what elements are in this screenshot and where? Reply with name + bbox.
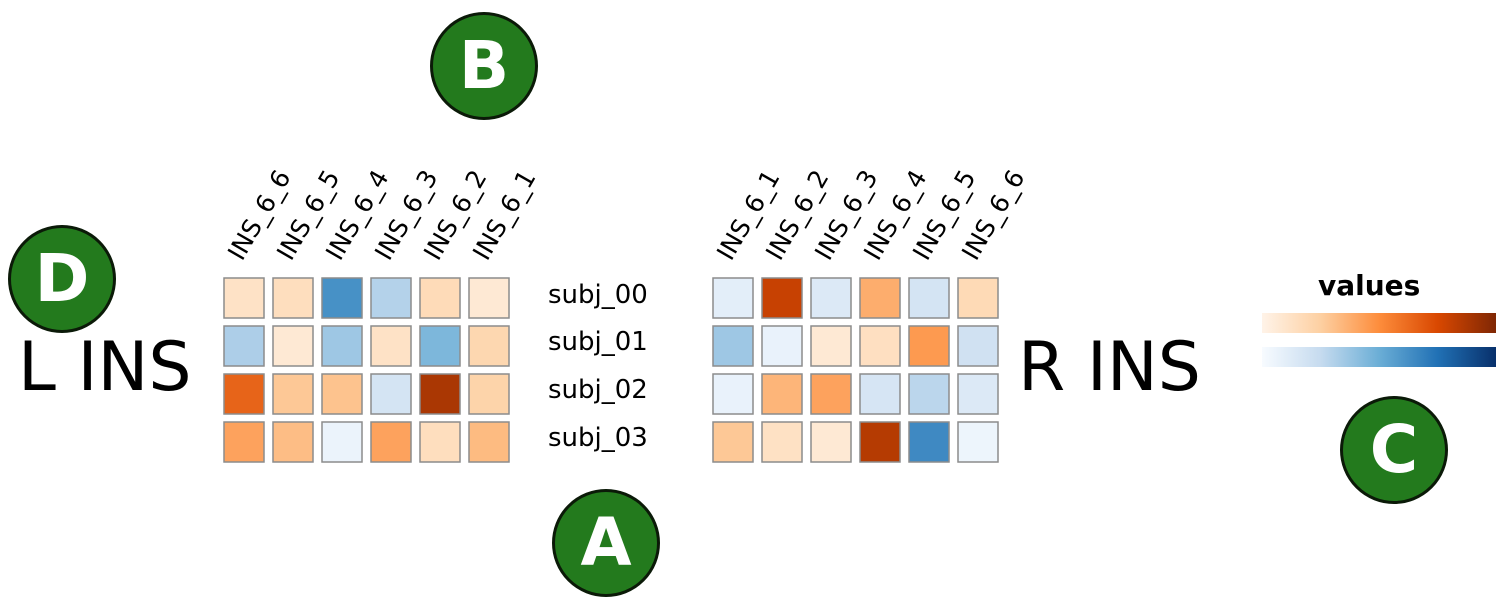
right-cell-r2-c3 (859, 373, 901, 415)
left-cell-r2-c4 (419, 373, 461, 415)
left-cell-r0-c4 (419, 277, 461, 319)
left-cell-r2-c1 (272, 373, 314, 415)
left-cell-r3-c0 (223, 421, 265, 463)
left-cell-r1-c2 (321, 325, 363, 367)
left-panel-label: L INS (18, 328, 192, 407)
left-cell-r2-c2 (321, 373, 363, 415)
right-cell-r0-c5 (957, 277, 999, 319)
right-cell-r3-c2 (810, 421, 852, 463)
right-column-labels: INS_6_1INS_6_2INS_6_3INS_6_4INS_6_5INS_6… (711, 165, 1030, 265)
row-label-subj-01: subj_01 (548, 327, 648, 357)
right-panel-label: R INS (1018, 328, 1201, 407)
left-cell-r1-c1 (272, 325, 314, 367)
right-cell-r2-c1 (761, 373, 803, 415)
left-cell-r3-c2 (321, 421, 363, 463)
left-cell-r3-c1 (272, 421, 314, 463)
row-label-subj-03: subj_03 (548, 423, 648, 453)
right-cell-r3-c5 (957, 421, 999, 463)
right-cell-r0-c0 (712, 277, 754, 319)
right-cell-r0-c2 (810, 277, 852, 319)
badge-a: A (552, 489, 660, 597)
row-label-subj-02: subj_02 (548, 375, 648, 405)
left-cell-r1-c4 (419, 325, 461, 367)
right-cell-r3-c4 (908, 421, 950, 463)
right-cell-r1-c5 (957, 325, 999, 367)
left-cell-r0-c3 (370, 277, 412, 319)
right-heatmap-cells (712, 277, 999, 463)
right-cell-r1-c2 (810, 325, 852, 367)
left-cell-r1-c0 (223, 325, 265, 367)
right-cell-r0-c4 (908, 277, 950, 319)
left-cell-r1-c3 (370, 325, 412, 367)
left-cell-r0-c2 (321, 277, 363, 319)
right-cell-r1-c4 (908, 325, 950, 367)
right-cell-r2-c5 (957, 373, 999, 415)
right-cell-r0-c1 (761, 277, 803, 319)
right-cell-r1-c0 (712, 325, 754, 367)
row-label-subj-00: subj_00 (548, 280, 648, 310)
left-cell-r2-c0 (223, 373, 265, 415)
left-heatmap-cells (223, 277, 510, 463)
colorbar-positive (1262, 313, 1496, 333)
left-column-labels: INS_6_6INS_6_5INS_6_4INS_6_3INS_6_2INS_6… (222, 165, 541, 265)
left-cell-r2-c5 (468, 373, 510, 415)
left-cell-r3-c5 (468, 421, 510, 463)
right-cell-r3-c3 (859, 421, 901, 463)
badge-d: D (8, 225, 116, 333)
colorbar-title: values (1318, 269, 1421, 302)
right-cell-r2-c0 (712, 373, 754, 415)
right-cell-r1-c3 (859, 325, 901, 367)
left-cell-r1-c5 (468, 325, 510, 367)
badge-c: C (1340, 396, 1448, 504)
right-cell-r3-c0 (712, 421, 754, 463)
left-cell-r3-c4 (419, 421, 461, 463)
right-cell-r0-c3 (859, 277, 901, 319)
right-cell-r3-c1 (761, 421, 803, 463)
left-cell-r3-c3 (370, 421, 412, 463)
left-cell-r0-c0 (223, 277, 265, 319)
right-cell-r2-c2 (810, 373, 852, 415)
right-cell-r1-c1 (761, 325, 803, 367)
left-cell-r0-c1 (272, 277, 314, 319)
left-cell-r2-c3 (370, 373, 412, 415)
left-cell-r0-c5 (468, 277, 510, 319)
right-cell-r2-c4 (908, 373, 950, 415)
colorbar-negative (1262, 347, 1496, 367)
badge-b: B (430, 12, 538, 120)
